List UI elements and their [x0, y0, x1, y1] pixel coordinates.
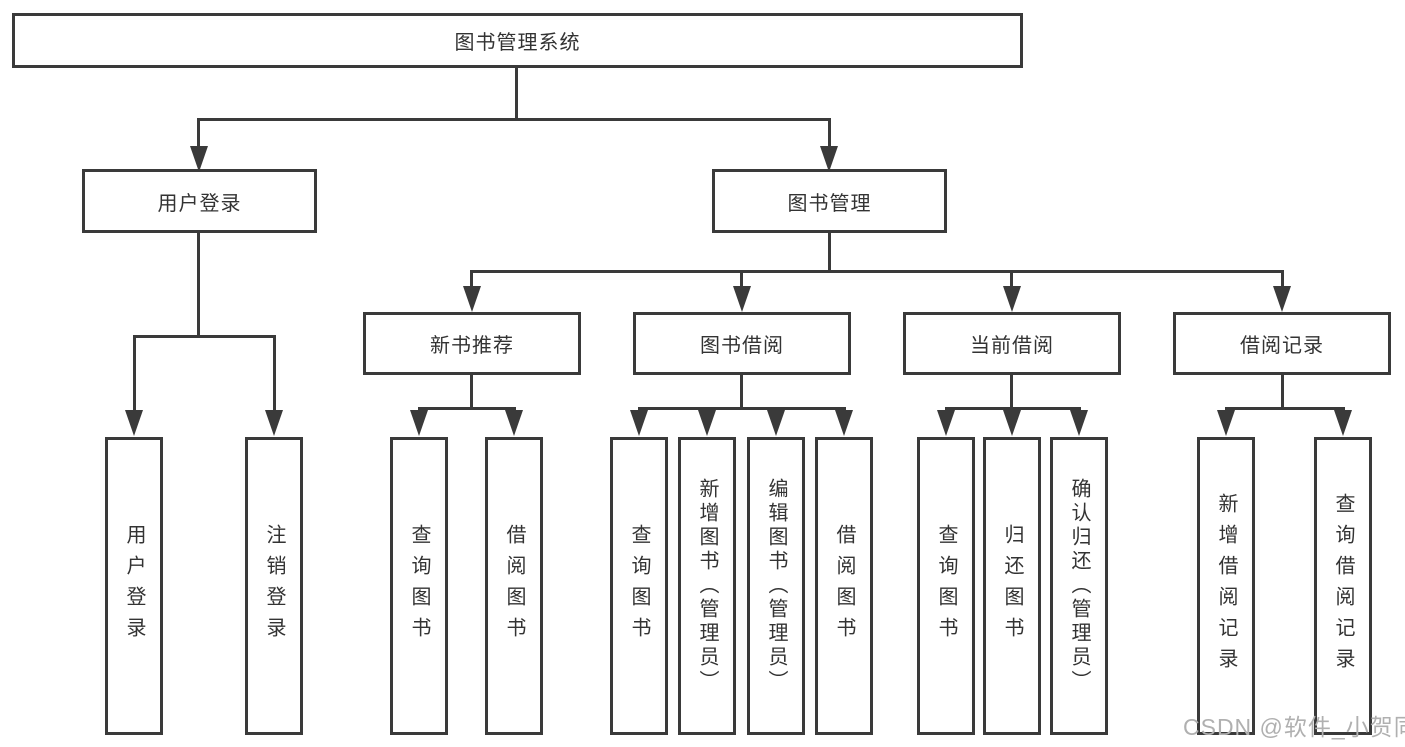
node-user-login: 用户登录 — [82, 169, 317, 233]
leaf-add-borrow-record: 新增借阅记录 — [1197, 437, 1255, 735]
connector-line — [1281, 375, 1284, 409]
node-user-login-label: 用户登录 — [157, 192, 242, 215]
connector-line — [470, 375, 473, 409]
leaf-query-books-current-label: 查询图书 — [935, 524, 957, 648]
connector-line — [1281, 270, 1284, 290]
leaf-user-login-label: 用户登录 — [123, 524, 145, 648]
connector-line — [740, 375, 743, 409]
arrow-down-icon — [937, 410, 955, 436]
leaf-return-book: 归还图书 — [983, 437, 1041, 735]
leaf-query-books-borrow: 查询图书 — [610, 437, 668, 735]
arrow-down-icon — [1070, 410, 1088, 436]
connector-line — [1225, 407, 1345, 410]
connector-line — [273, 335, 276, 412]
connector-line — [828, 118, 831, 148]
leaf-confirm-return-admin: 确认归还（管理员） — [1050, 437, 1108, 735]
arrow-down-icon — [125, 410, 143, 436]
watermark: CSDN @软件_小贺同学 — [1183, 714, 1405, 740]
arrow-down-icon — [733, 286, 751, 312]
arrow-down-icon — [190, 146, 208, 172]
node-borrow-records-label: 借阅记录 — [1240, 335, 1324, 357]
node-new-book-recommend: 新书推荐 — [363, 312, 581, 375]
node-borrow-records: 借阅记录 — [1173, 312, 1391, 375]
connector-line — [1010, 270, 1013, 290]
leaf-logout-label: 注销登录 — [263, 524, 285, 648]
connector-line — [470, 270, 1284, 273]
leaf-confirm-return-admin-label: 确认归还（管理员） — [1068, 478, 1090, 694]
node-book-management-label: 图书管理 — [787, 192, 872, 215]
leaf-query-books-recommend: 查询图书 — [390, 437, 448, 735]
leaf-return-book-label: 归还图书 — [1001, 524, 1023, 648]
arrow-down-icon — [505, 410, 523, 436]
node-current-borrow: 当前借阅 — [903, 312, 1121, 375]
arrow-down-icon — [767, 410, 785, 436]
node-new-book-recommend-label: 新书推荐 — [430, 335, 514, 357]
node-book-borrow: 图书借阅 — [633, 312, 851, 375]
arrow-down-icon — [1003, 286, 1021, 312]
leaf-edit-book-admin: 编辑图书（管理员） — [747, 437, 805, 735]
leaf-borrow-books-recommend: 借阅图书 — [485, 437, 543, 735]
arrow-down-icon — [463, 286, 481, 312]
arrow-down-icon — [835, 410, 853, 436]
leaf-add-book-admin-label: 新增图书（管理员） — [696, 478, 718, 694]
connector-line — [1010, 375, 1013, 409]
connector-line — [133, 335, 136, 412]
leaf-query-books-current: 查询图书 — [917, 437, 975, 735]
connector-line — [638, 407, 846, 410]
node-root-label: 图书管理系统 — [454, 32, 581, 54]
leaf-logout: 注销登录 — [245, 437, 303, 735]
leaf-user-login: 用户登录 — [105, 437, 163, 735]
node-current-borrow-label: 当前借阅 — [970, 335, 1054, 357]
connector-line — [740, 270, 743, 290]
leaf-edit-book-admin-label: 编辑图书（管理员） — [765, 478, 787, 694]
leaf-add-book-admin: 新增图书（管理员） — [678, 437, 736, 735]
connector-line — [198, 118, 831, 121]
node-root: 图书管理系统 — [12, 13, 1023, 68]
leaf-borrow-books-label: 借阅图书 — [833, 524, 855, 648]
arrow-down-icon — [410, 410, 428, 436]
connector-line — [197, 118, 200, 148]
leaf-query-books-recommend-label: 查询图书 — [408, 524, 430, 648]
connector-line — [515, 68, 518, 118]
node-book-management: 图书管理 — [712, 169, 947, 233]
connector-line — [418, 407, 516, 410]
arrow-down-icon — [265, 410, 283, 436]
arrow-down-icon — [698, 410, 716, 436]
arrow-down-icon — [1334, 410, 1352, 436]
connector-line — [197, 233, 200, 337]
arrow-down-icon — [630, 410, 648, 436]
connector-line — [828, 233, 831, 271]
arrow-down-icon — [1273, 286, 1291, 312]
arrow-down-icon — [820, 146, 838, 172]
node-book-borrow-label: 图书借阅 — [700, 335, 784, 357]
leaf-query-borrow-record: 查询借阅记录 — [1314, 437, 1372, 735]
leaf-query-borrow-record-label: 查询借阅记录 — [1332, 493, 1354, 679]
connector-line — [133, 335, 276, 338]
leaf-borrow-books-recommend-label: 借阅图书 — [503, 524, 525, 648]
arrow-down-icon — [1217, 410, 1235, 436]
arrow-down-icon — [1003, 410, 1021, 436]
leaf-add-borrow-record-label: 新增借阅记录 — [1215, 493, 1237, 679]
connector-line — [945, 407, 1081, 410]
leaf-query-books-borrow-label: 查询图书 — [628, 524, 650, 648]
leaf-borrow-books: 借阅图书 — [815, 437, 873, 735]
connector-line — [470, 270, 473, 290]
